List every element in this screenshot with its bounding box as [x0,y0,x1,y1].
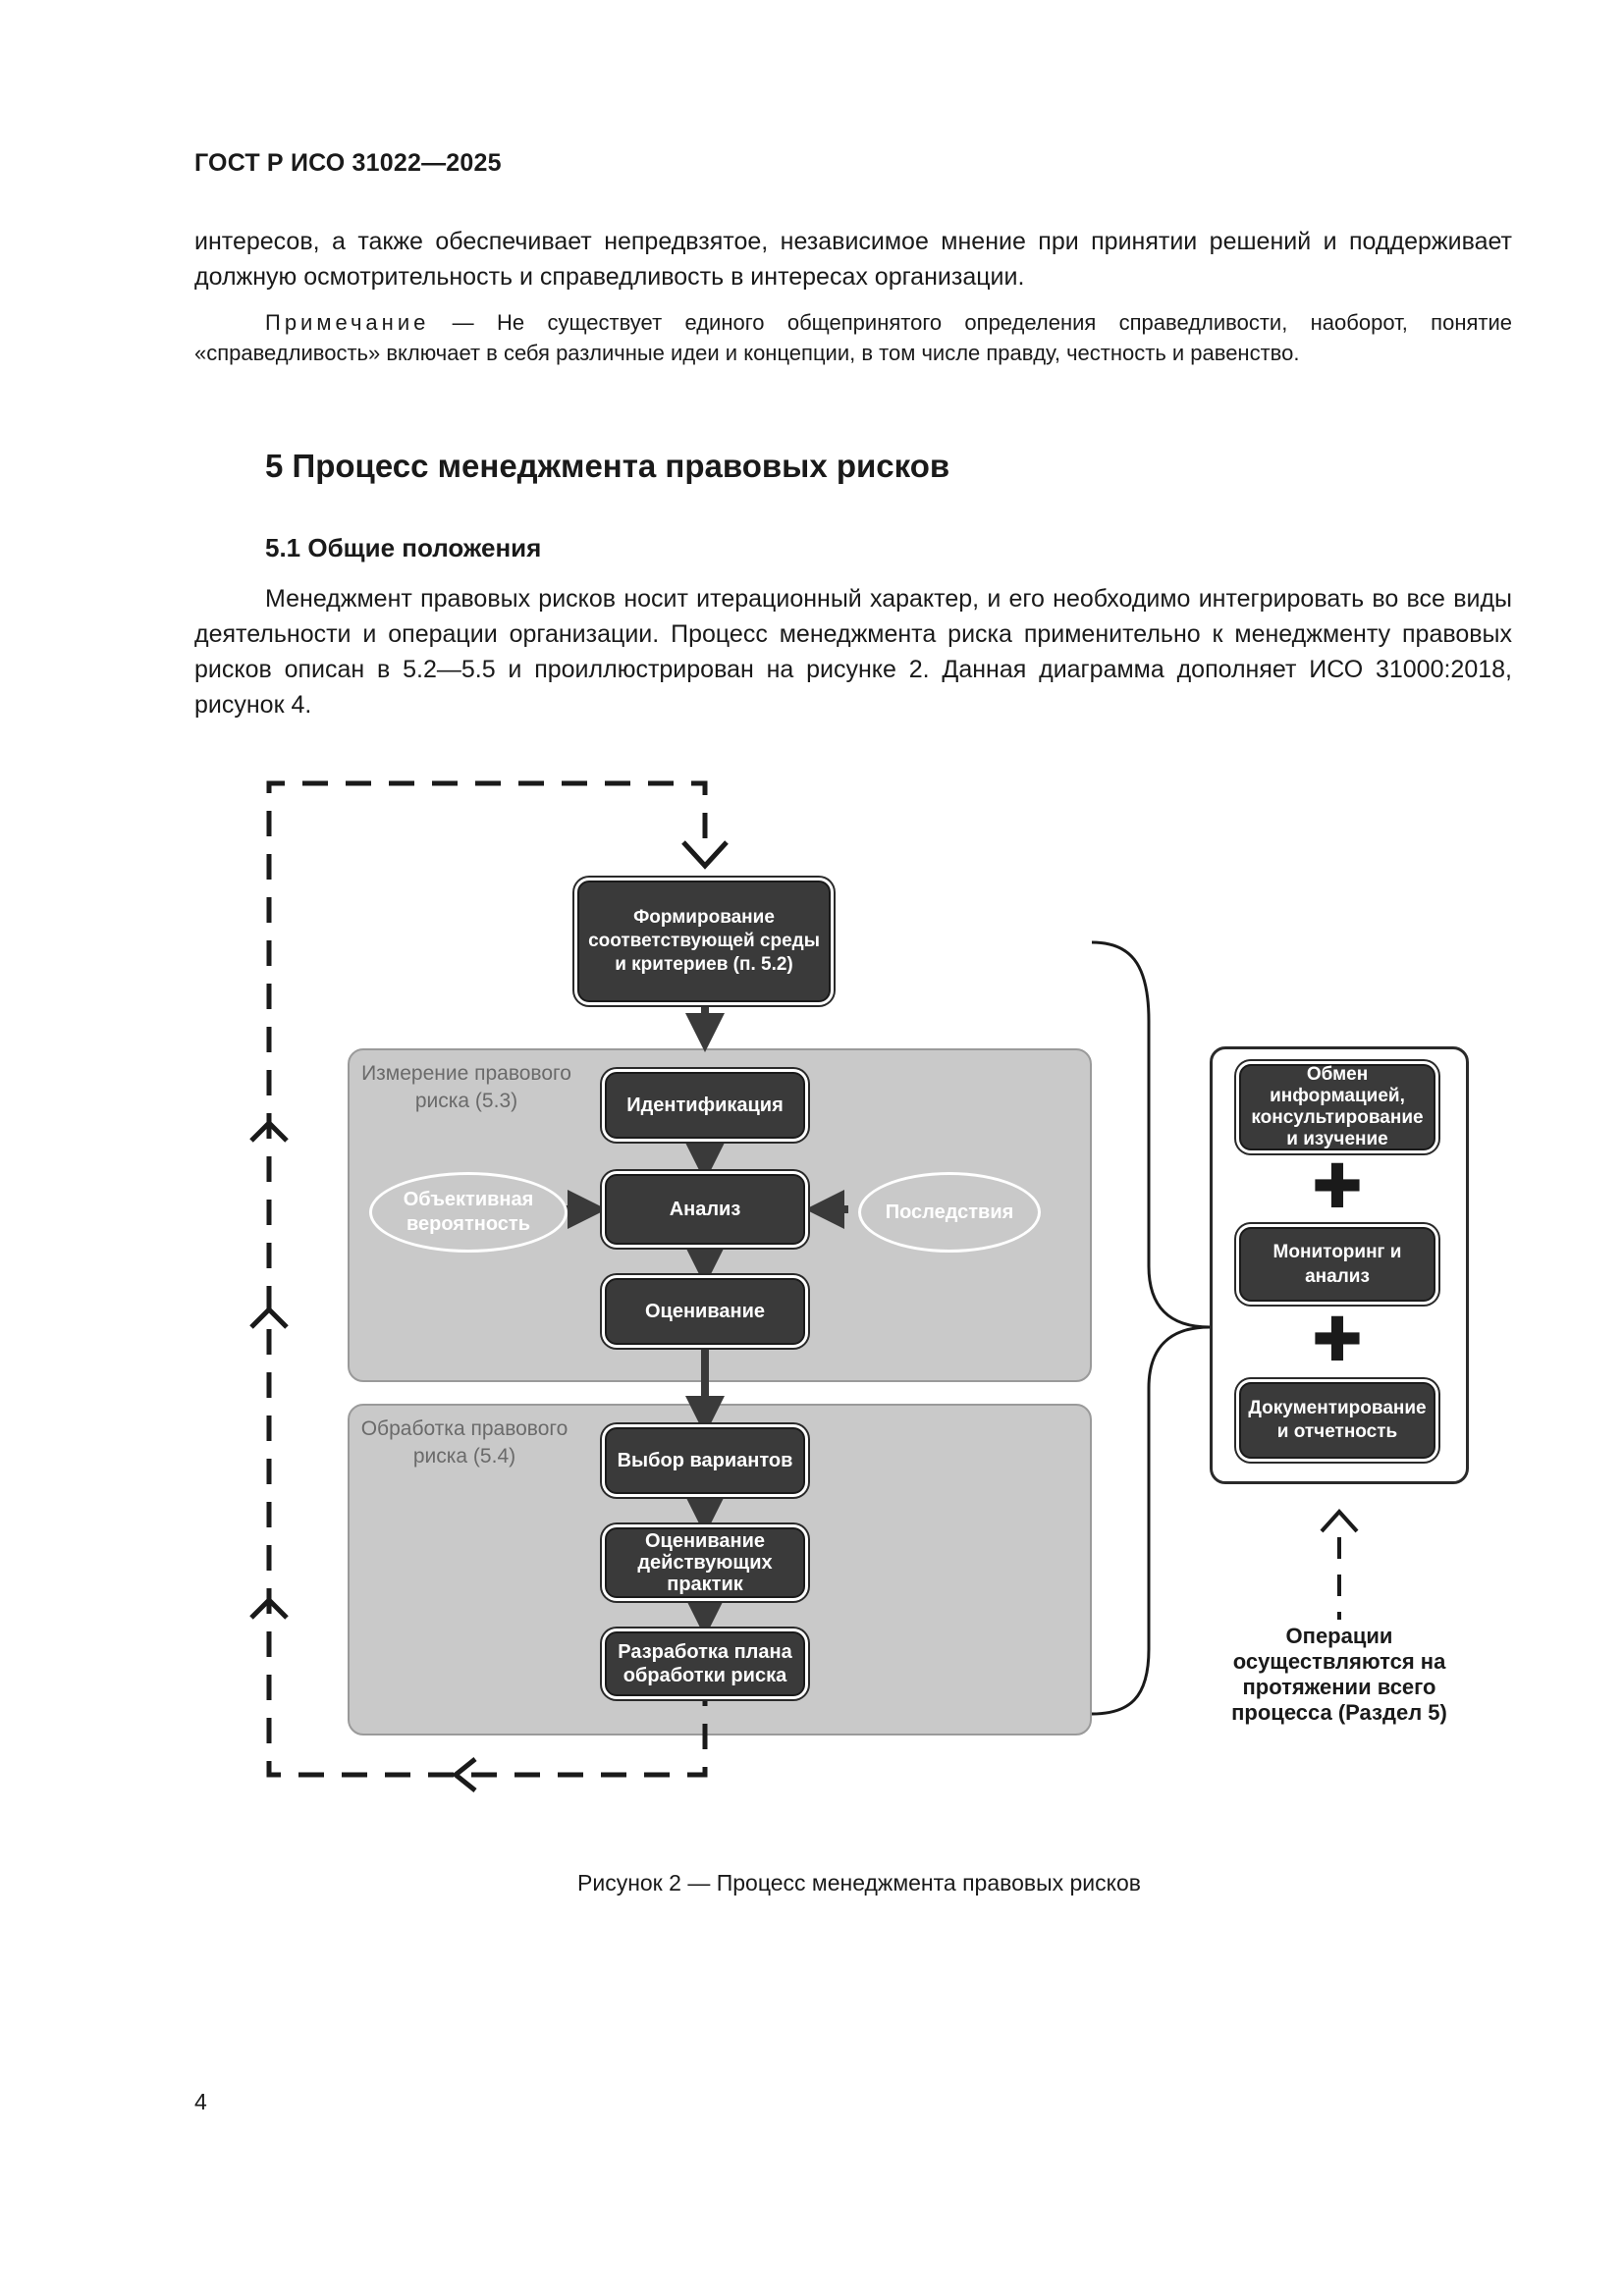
page-number: 4 [194,2089,207,2114]
option-selection-box: Выбор вариантов [605,1427,805,1494]
figure-caption: Рисунок 2 — Процесс менеджмента правовых… [577,1870,1141,1896]
intro-paragraph: интересов, а также обеспечивает непредвз… [194,228,1512,291]
operations-arrow [1320,1509,1359,1620]
monitoring-box: Мониторинг и анализ [1239,1227,1435,1302]
note-text: — Не существует единого общепринятого оп… [194,310,1512,365]
analysis-box: Анализ [605,1174,805,1245]
objective-probability-oval: Объективная вероятность [369,1172,568,1253]
communication-box: Обмен информацией, консультирование и из… [1239,1064,1435,1150]
treatment-panel-label: Обработка правового риска (5.4) [360,1417,568,1468]
plus-icon: ✚ [1312,1307,1363,1374]
document-code: ГОСТ Р ИСО 31022—2025 [194,149,502,177]
context-criteria-box: Формирование соответствующей среды и кри… [577,881,831,1002]
section-paragraph: Менеджмент правовых рисков носит итераци… [194,585,1512,719]
note-label: Примечание [265,310,430,335]
consequences-oval: Последствия [858,1172,1041,1253]
evaluation-box: Оценивание [605,1278,805,1345]
practices-evaluation-box: Оценивание действующих практик [605,1527,805,1598]
measurement-panel-label: Измерение правового риска (5.3) [361,1062,571,1112]
identification-box: Идентификация [605,1072,805,1139]
treatment-plan-box: Разработка плана обработки риска [605,1631,805,1696]
section-title: 5 Процесс менеджмента правовых рисков [265,448,950,484]
note-paragraph: Примечание — Не существует единого общеп… [194,307,1512,368]
documentation-box: Документирование и отчетность [1239,1382,1435,1459]
grouping-brace [1091,940,1211,1716]
subsection-title: 5.1 Общие положения [265,533,542,562]
operations-note: Операции осуществляются на протяжении вс… [1231,1624,1447,1725]
plus-icon: ✚ [1312,1153,1363,1221]
